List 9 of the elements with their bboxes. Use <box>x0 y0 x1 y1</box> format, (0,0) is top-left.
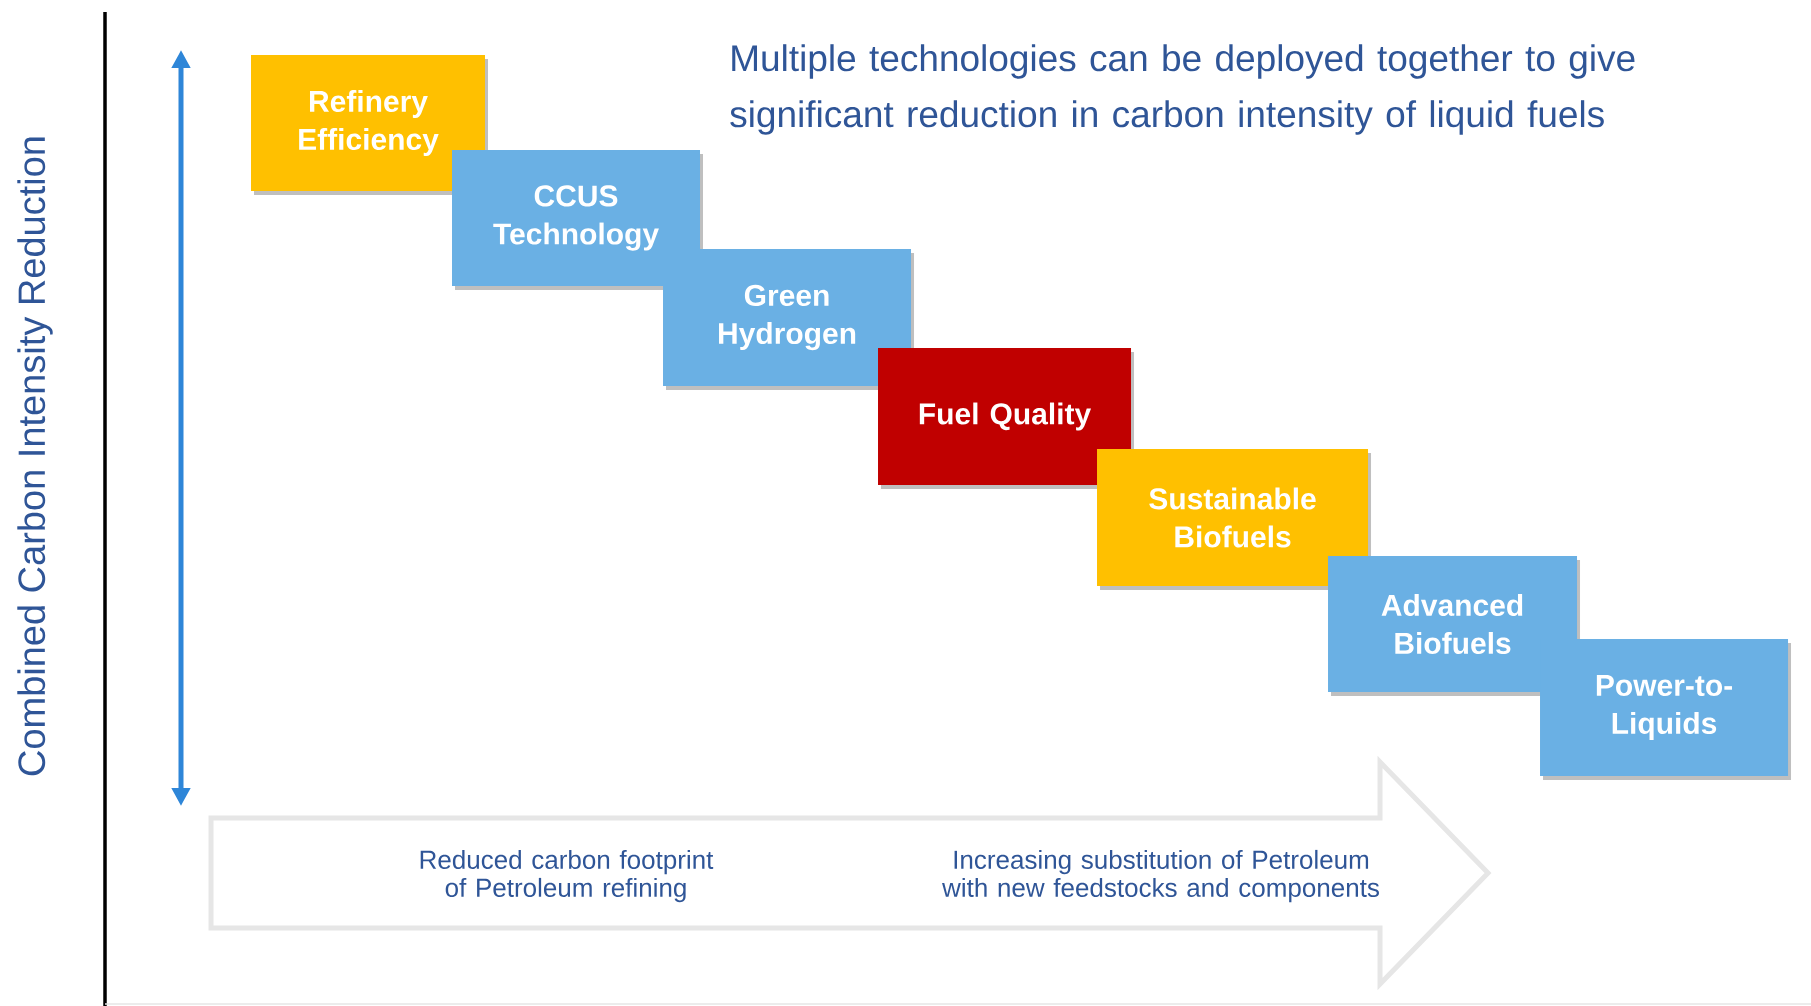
technology-box: Advanced Biofuels <box>1328 556 1580 696</box>
title: Multiple technologies can be deployed together to give significant reduction in carbon intensity of liquid fuels <box>730 44 1635 135</box>
axis-label: Combined Carbon Intensity Reduction <box>17 137 53 776</box>
technology-box: Sustainable Biofuels <box>1097 449 1371 590</box>
technology-box: Green Hydrogen <box>663 249 914 390</box>
technology-box: Refinery Efficiency <box>251 55 488 195</box>
technology-box: Power-to-Liquids <box>1540 639 1792 780</box>
technology-box: Fuel Quality <box>878 348 1134 489</box>
technology-box: CCUS Technology <box>452 150 703 290</box>
